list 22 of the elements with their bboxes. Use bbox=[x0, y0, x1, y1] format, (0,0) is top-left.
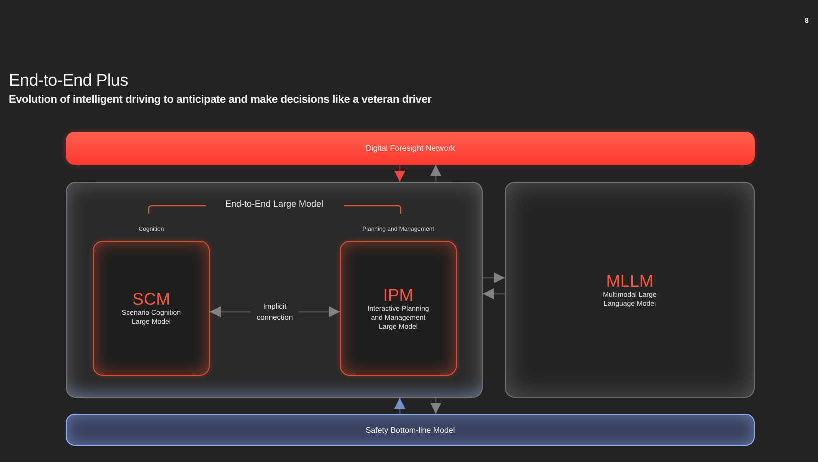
model-acronym: IPM bbox=[383, 286, 414, 304]
band-label: Digital Foresight Network bbox=[366, 144, 456, 153]
arrow bbox=[483, 288, 505, 300]
band-label: Safety Bottom-line Model bbox=[366, 426, 456, 434]
model-card bbox=[505, 182, 755, 398]
arrow bbox=[210, 306, 251, 318]
arrow bbox=[394, 398, 406, 414]
arrow bbox=[430, 398, 442, 414]
network-band bbox=[66, 132, 755, 165]
arrow bbox=[299, 306, 340, 318]
subtitle: Evolution of intelligent driving to anticipate and make decisions like a veteran driver bbox=[9, 94, 432, 106]
arrow bbox=[430, 165, 442, 182]
model-acronym: SCM bbox=[132, 290, 170, 309]
model-container bbox=[66, 182, 483, 398]
page-title: End-to-End Plus bbox=[9, 71, 128, 91]
arrow bbox=[394, 165, 406, 182]
arrow bbox=[483, 272, 505, 284]
container-title: End-to-End Large Model bbox=[225, 199, 324, 209]
module-card bbox=[93, 241, 210, 376]
module-card bbox=[340, 241, 457, 376]
model-acronym: MLLM bbox=[606, 272, 654, 290]
safety-band bbox=[66, 414, 755, 446]
